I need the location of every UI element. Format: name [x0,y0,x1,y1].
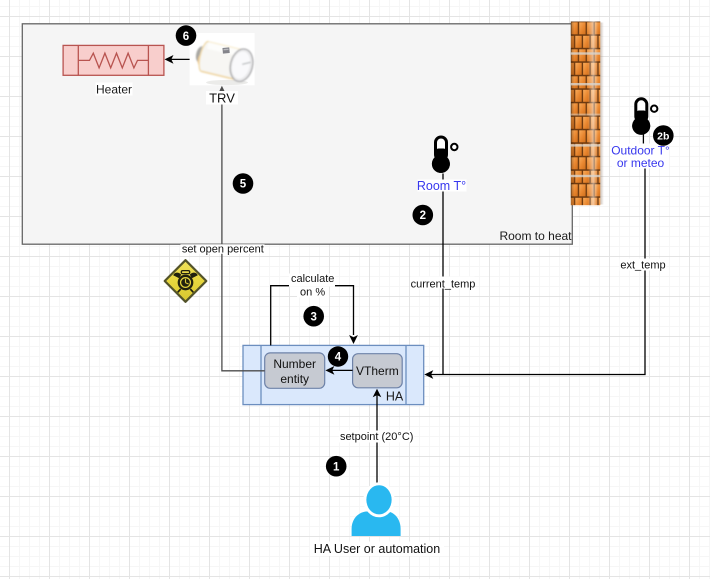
svg-text:6: 6 [183,31,189,43]
svg-text:2: 2 [420,210,426,222]
svg-text:2b: 2b [657,131,669,143]
svg-text:setpoint (20°C): setpoint (20°C) [340,431,414,443]
svg-text:calculate: calculate [291,273,334,285]
svg-text:on %: on % [300,287,325,299]
svg-text:entity: entity [280,372,309,386]
svg-text:Outdoor T°: Outdoor T° [611,143,670,157]
svg-text:HA: HA [386,390,404,404]
svg-text:Room to heat: Room to heat [499,229,572,243]
svg-text:current_temp: current_temp [411,279,476,291]
svg-text:Number: Number [273,357,316,371]
svg-text:Heater: Heater [96,83,132,97]
svg-text:Room T°: Room T° [417,179,466,193]
svg-text:TRV: TRV [209,90,235,105]
svg-text:or meteo: or meteo [617,156,665,170]
svg-text:4: 4 [335,352,342,364]
svg-text:1: 1 [333,461,340,473]
svg-text:5: 5 [240,179,247,191]
svg-text:HA User or automation: HA User or automation [314,542,440,556]
svg-text:set open percent: set open percent [182,243,264,255]
svg-text:ext_temp: ext_temp [620,259,665,271]
svg-text:3: 3 [310,311,316,323]
svg-text:VTherm: VTherm [356,364,399,378]
